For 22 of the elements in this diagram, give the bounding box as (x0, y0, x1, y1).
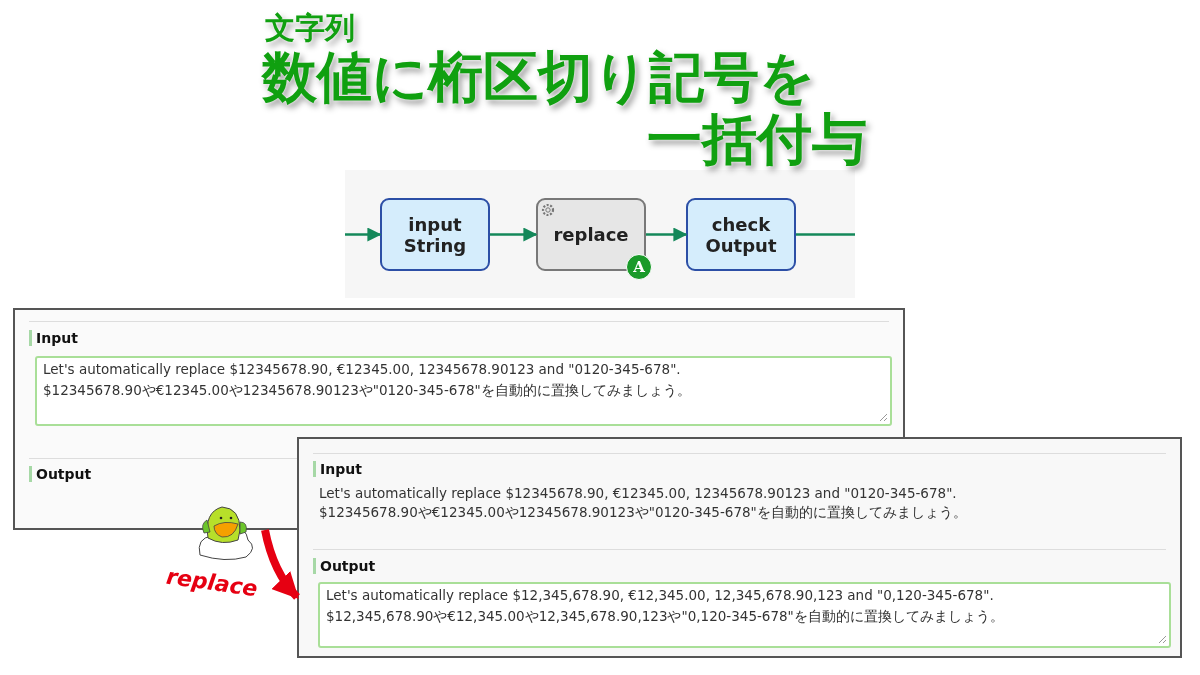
text-line: Let's automatically replace $12345678.90, €12345.00, 12345678.90123 and "0120-345-678". (43, 361, 681, 377)
result-screen-dialog (297, 437, 1182, 658)
text-field (35, 356, 892, 426)
connector-line (796, 233, 855, 236)
field-label: Output (313, 558, 376, 574)
text-line: $12345678.90や€12345.00や12345678.90123や"0120-345-678"を自動的に置換してみましょう。 (319, 504, 967, 522)
text-line: $12,345,678.90や€12,345.00や12,345,678.90,123や"0,120-345-678"を自動的に置換してみましょう。 (326, 608, 1004, 626)
field-label: Input (313, 461, 362, 477)
arrow (646, 227, 688, 242)
text-line: Let's automatically replace $12,345,678.90, €12,345.00, 12,345,678.90,123 and "0,120-345-678". (326, 587, 994, 603)
arrow (490, 227, 538, 242)
title: 数値に桁区切り記号を一括付与 (262, 46, 867, 170)
text-line: Let's automatically replace $12345678.90, €12345.00, 12345678.90123 and "0120-345-678". (319, 485, 957, 501)
field-label: Input (29, 330, 78, 346)
edge-label: replace (164, 563, 260, 602)
field-label: Output (29, 466, 92, 482)
subtitle: 文字列 (265, 9, 355, 47)
task-box: input String (380, 198, 490, 271)
text-line: $12345678.90や€12345.00や12345678.90123や"0120-345-678"を自動的に置換してみましょう。 (43, 382, 691, 400)
arrow (345, 227, 382, 242)
task-box: check Output (686, 198, 796, 271)
text-field (318, 582, 1171, 648)
